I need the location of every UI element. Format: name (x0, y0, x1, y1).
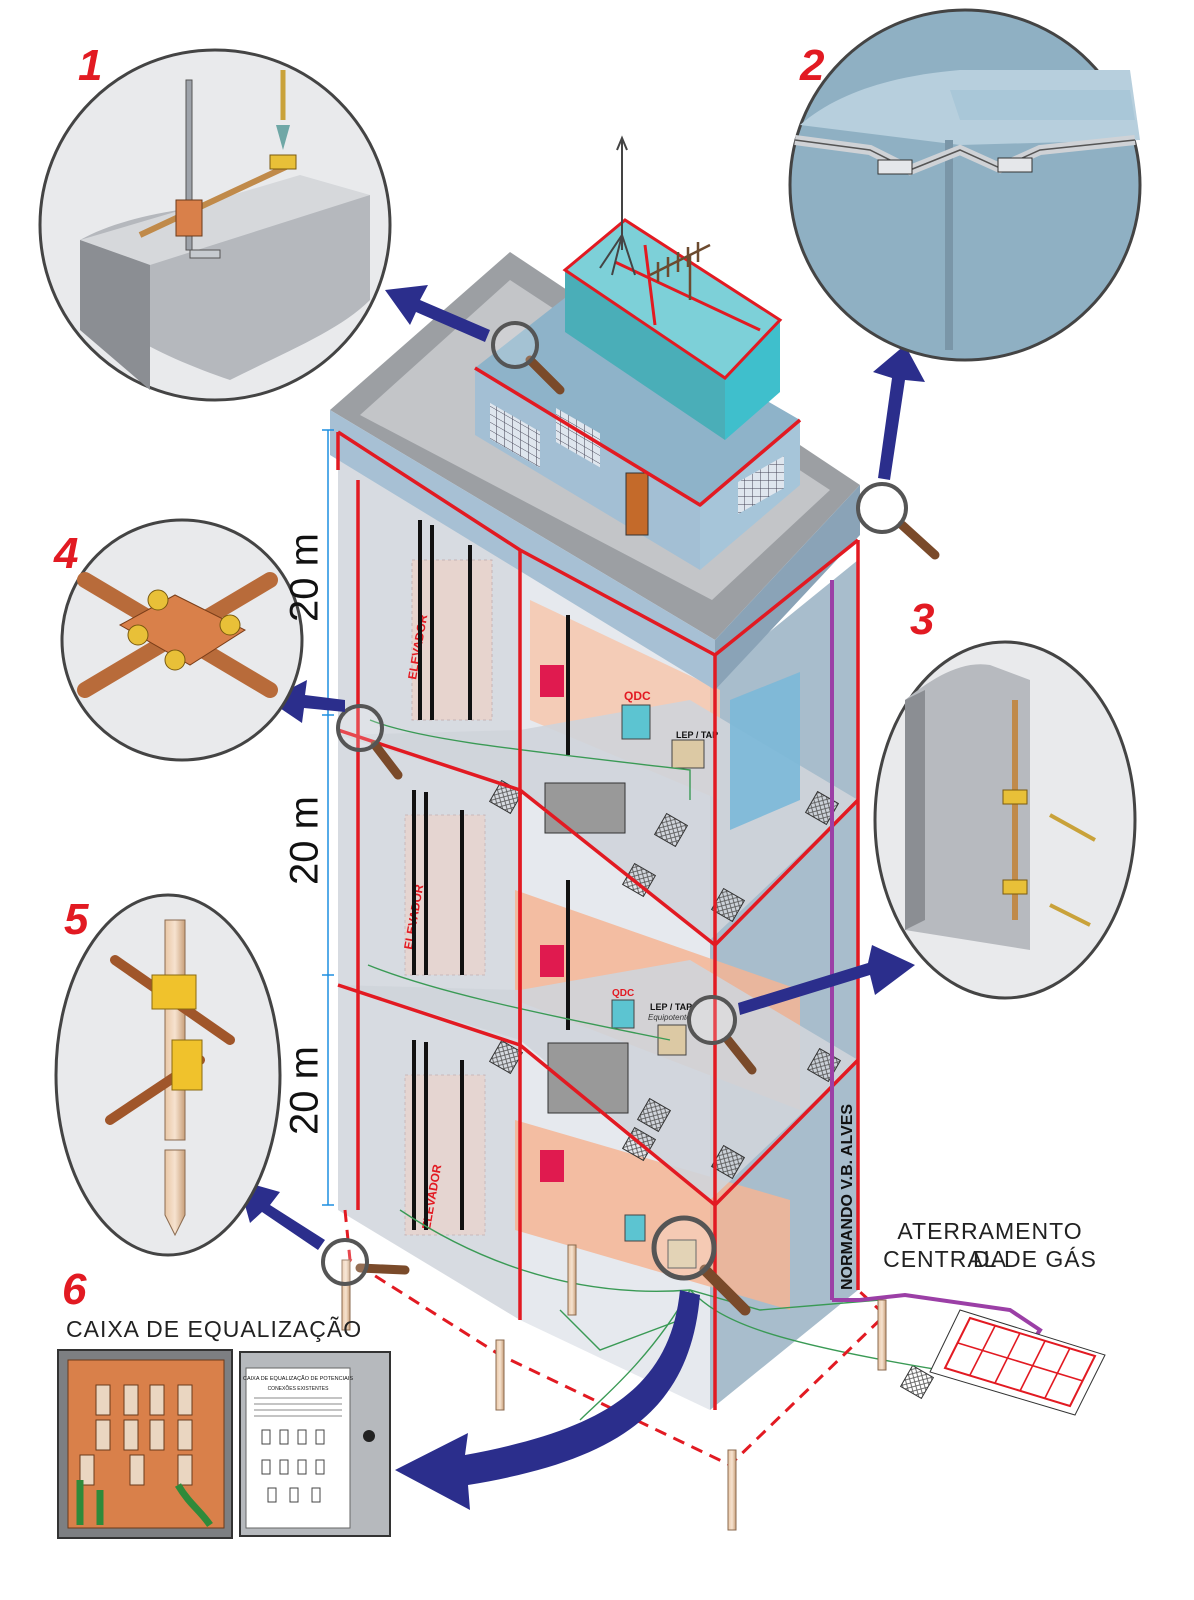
detail-1-circle (38, 48, 392, 402)
detail-2-circle (788, 8, 1142, 362)
detail-number-5: 5 (64, 895, 89, 944)
water-tank-top (565, 220, 780, 378)
door-icon (625, 472, 649, 536)
qdc-box-1 (621, 704, 651, 740)
down-conductors (336, 366, 860, 1410)
side-window (730, 672, 800, 830)
qdc-box-3 (624, 1214, 646, 1242)
gas-ground-wire (832, 1292, 1043, 1347)
gas-central-grid (929, 1309, 1106, 1416)
detail-number-3: 3 (910, 595, 935, 644)
panel-subtitle: CONEXÕES EXISTENTES (268, 1385, 330, 1392)
lep-tap-label-1: LEP / TAP (676, 730, 718, 740)
ground-rod-icon (341, 1244, 887, 1531)
dimension-label-bottom: 20 m (282, 1046, 327, 1135)
fire-panel-3 (540, 1150, 564, 1182)
penthouse-window-3 (738, 456, 784, 514)
detail-number-4: 4 (54, 529, 79, 578)
penthouse-body (475, 290, 800, 505)
elevator-3 (404, 1074, 486, 1236)
gas-grounding-caption-line2: CENTRAL DE GÁS (883, 1246, 1097, 1272)
building: ELEVADOR ELEVADOR ELEVADOR QDC QDC LEP /… (330, 135, 1106, 1531)
detail-number-6: 6 (62, 1265, 87, 1314)
lightning-rod-icon (599, 135, 636, 276)
equipotente-label: Equipotente (648, 1013, 691, 1022)
detail-5-circle (54, 893, 282, 1257)
service-door-1 (544, 782, 626, 834)
dimension-label-top: 20 m (282, 533, 327, 622)
penthouse-window-1 (490, 402, 540, 468)
detail-number-2: 2 (800, 41, 825, 90)
lep-tap-label-2: LEP / TAP (650, 1002, 692, 1012)
fire-panel-1 (540, 665, 564, 697)
elevator-2 (404, 814, 486, 976)
qdc-label-2: QDC (612, 988, 634, 999)
arrow-to-detail-2 (873, 345, 925, 480)
water-tank-right (725, 320, 780, 440)
vertical-pipes (412, 520, 570, 1230)
detail-6-box: CAIXA DE EQUALIZAÇÃO DE POTENCIAIS CONEX… (57, 1349, 391, 1539)
antenna-icon (649, 242, 711, 300)
lep-tap-box-1 (671, 739, 705, 769)
dimension-label-middle: 20 m (282, 796, 327, 885)
lep-tap-box-3 (667, 1239, 697, 1269)
arrow-to-detail-5 (238, 1180, 325, 1250)
roof-edge-right (715, 485, 860, 690)
elevator-1 (411, 559, 493, 721)
panel-title: CAIXA DE EQUALIZAÇÃO DE POTENCIAIS (243, 1375, 353, 1382)
arrow-to-detail-3 (738, 945, 915, 1015)
water-tank-front (565, 270, 725, 440)
lep-tap-box-2 (657, 1024, 687, 1056)
equalization-box-caption: CAIXA DE EQUALIZAÇÃO (66, 1316, 363, 1342)
qdc-label-1: QDC (624, 689, 651, 703)
salmon-zone-3 (515, 1120, 790, 1310)
gas-grounding-caption-line1: ATERRAMENTO DA (897, 1218, 1083, 1272)
magnifier-icon (321, 321, 940, 1316)
arrow-to-detail-6 (395, 1290, 700, 1510)
author-label: NORMANDO V.B. ALVES (839, 1104, 856, 1290)
qdc-box-2 (611, 999, 635, 1029)
dimension-lines (322, 429, 334, 1206)
tank-roof-conductors (562, 218, 783, 380)
mesh-panel-icon (488, 779, 935, 1400)
detail-3-circle (873, 640, 1137, 1000)
fire-panel-2 (540, 945, 564, 977)
detail-number-1: 1 (78, 41, 103, 90)
arrow-icons (238, 285, 925, 1510)
detail-4-circle (60, 518, 304, 762)
arrow-to-detail-1 (385, 285, 490, 342)
